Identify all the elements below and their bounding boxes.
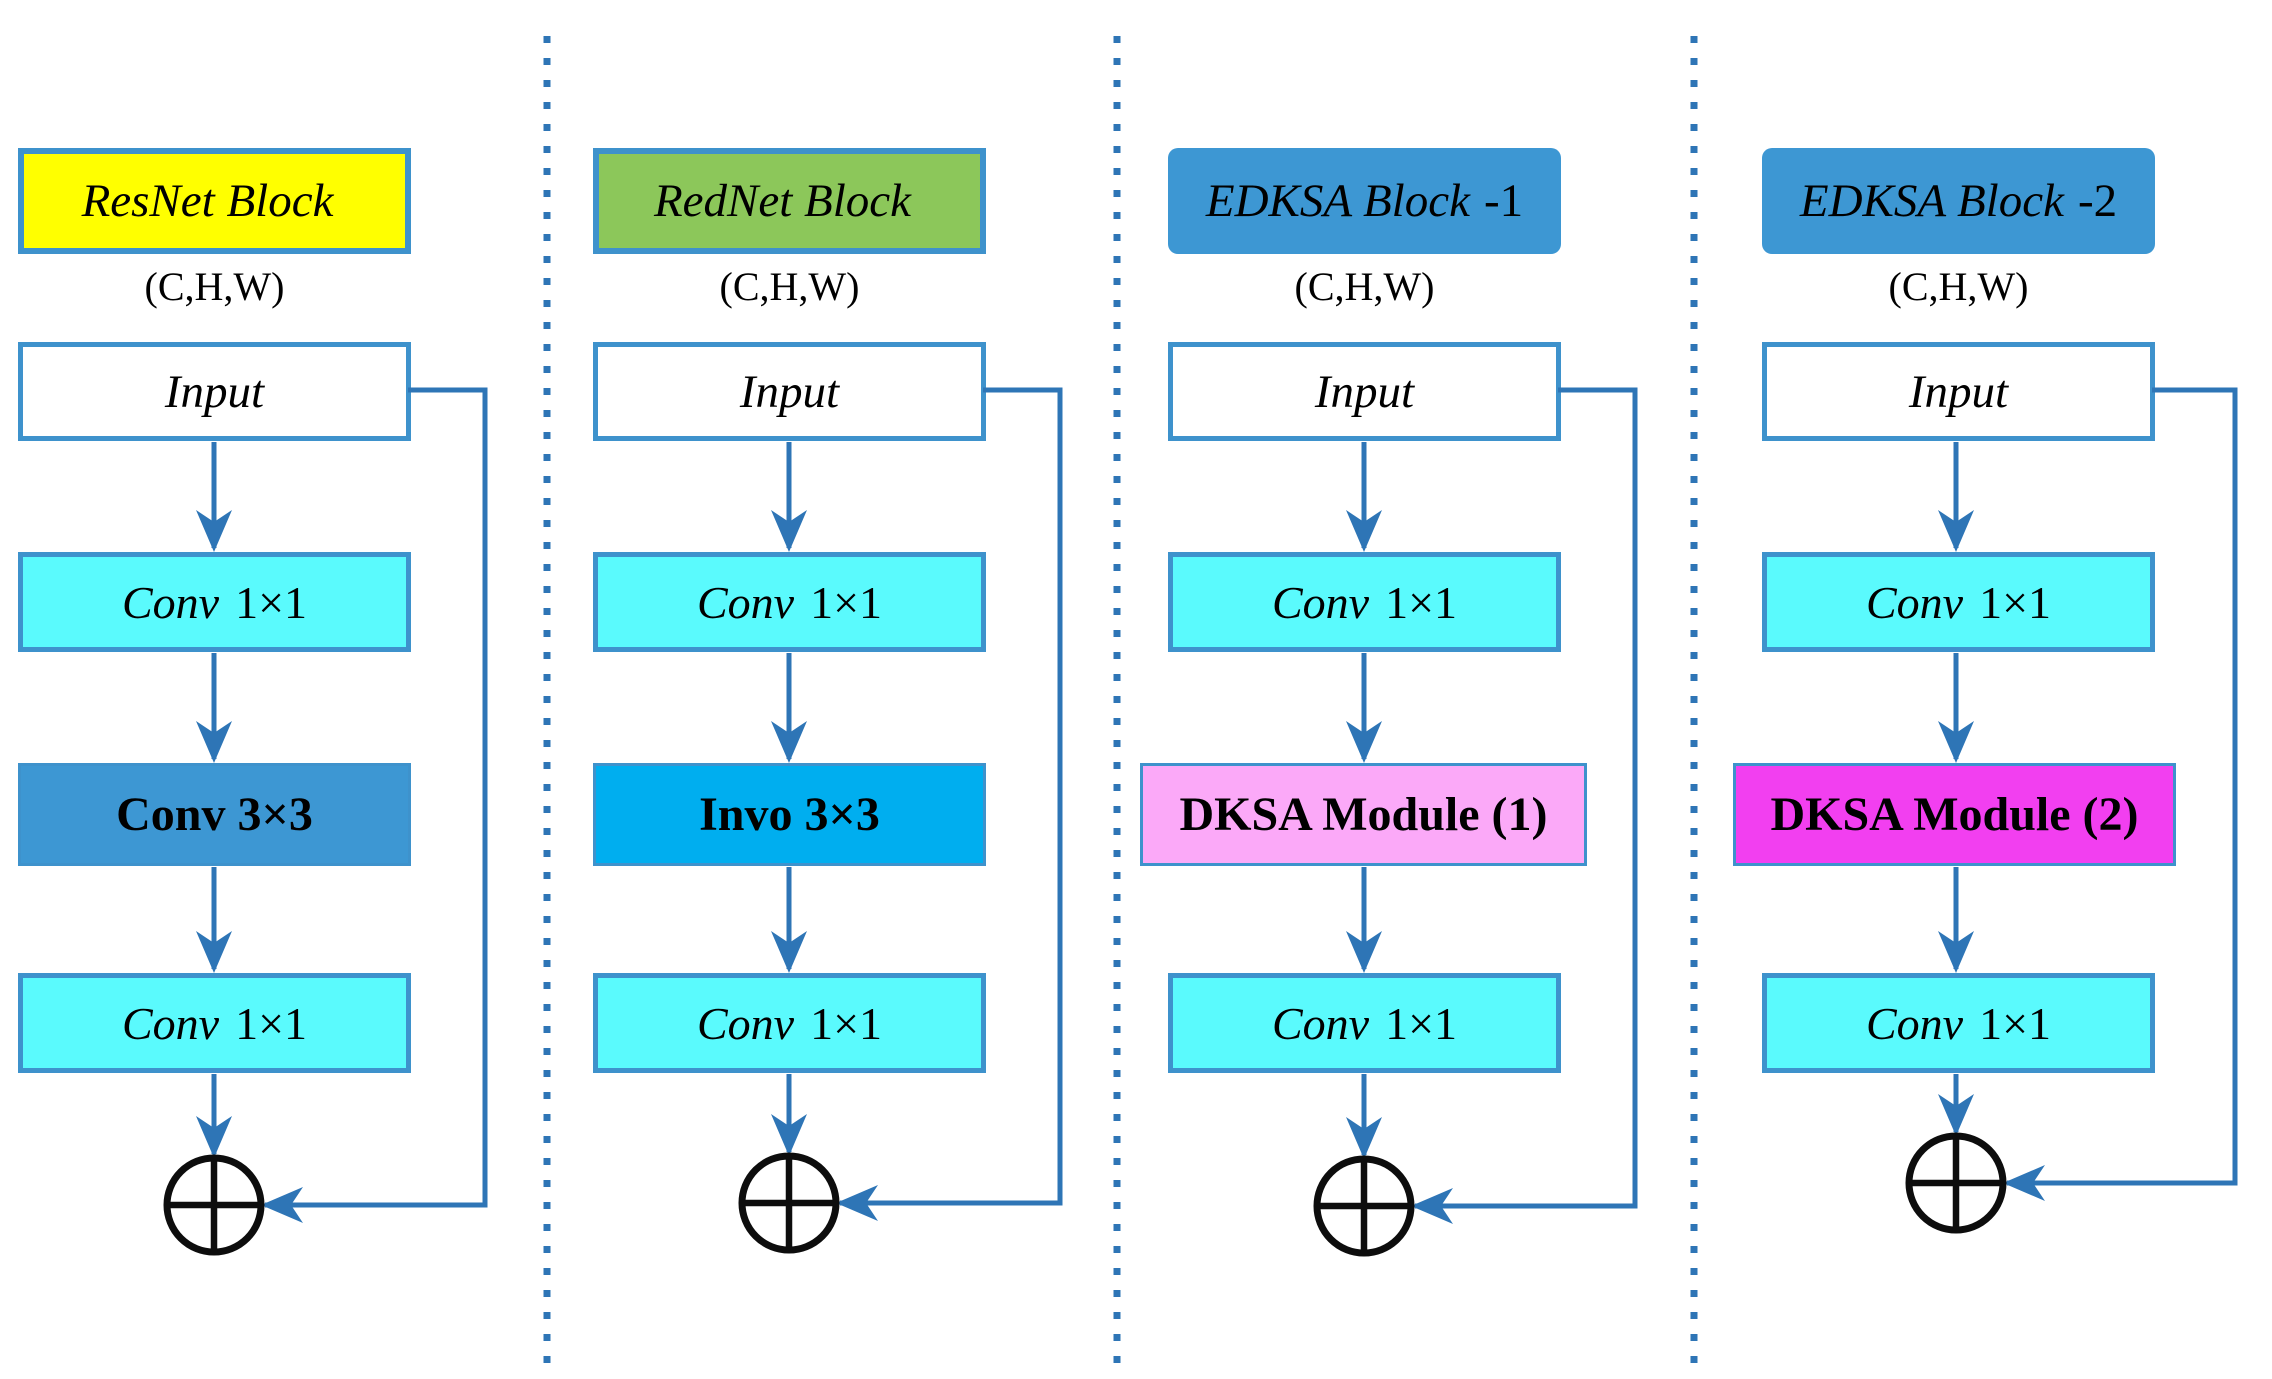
mid-op-box-invo3x3: Invo 3×3 <box>593 763 986 866</box>
conv-1x1-box-bottom: Conv 1×1 <box>18 973 411 1073</box>
column-header-edksa-2: EDKSA Block-2 <box>1762 148 2155 254</box>
input-box: Input <box>593 342 986 441</box>
circled-plus-icon <box>1905 1132 2007 1234</box>
shape-label: (C,H,W) <box>1888 263 2029 309</box>
column-header-title: ResNet Block <box>81 175 334 227</box>
input-box: Input <box>1168 342 1561 441</box>
conv-kernel-label: 1×1 <box>235 576 308 628</box>
shape-label: (C,H,W) <box>719 263 860 309</box>
shape-label: (C,H,W) <box>1294 263 1435 309</box>
column-header-title: EDKSA Block <box>1205 175 1470 227</box>
conv-op-label: Conv <box>121 576 220 628</box>
conv-kernel-label: 1×1 <box>1385 576 1458 628</box>
column-header-rednet: RedNet Block <box>593 148 986 254</box>
conv-1x1-box-bottom: Conv 1×1 <box>1168 973 1561 1073</box>
conv-op-label: Conv <box>1865 997 1964 1049</box>
column-header-title: RedNet Block <box>653 175 912 227</box>
input-box: Input <box>18 342 411 441</box>
column-header-suffix: -2 <box>2077 175 2118 227</box>
mid-op-box-dksa-module-1: DKSA Module (1) <box>1140 763 1587 866</box>
circled-plus-icon <box>738 1152 840 1254</box>
column-header-title: EDKSA Block <box>1799 175 2064 227</box>
conv-op-label: Conv <box>696 576 795 628</box>
conv-kernel-label: 1×1 <box>1979 576 2052 628</box>
input-box: Input <box>1762 342 2155 441</box>
conv-1x1-box-bottom: Conv 1×1 <box>593 973 986 1073</box>
conv-1x1-box-top: Conv 1×1 <box>1762 552 2155 652</box>
conv-op-label: Conv <box>1865 576 1964 628</box>
conv-kernel-label: 1×1 <box>1979 997 2052 1049</box>
circled-plus-icon <box>163 1154 265 1256</box>
conv-op-label: Conv <box>1271 576 1370 628</box>
conv-1x1-box-top: Conv 1×1 <box>593 552 986 652</box>
conv-op-label: Conv <box>696 997 795 1049</box>
column-header-suffix: -1 <box>1483 175 1524 227</box>
conv-kernel-label: 1×1 <box>235 997 308 1049</box>
conv-1x1-box-top: Conv 1×1 <box>1168 552 1561 652</box>
conv-op-label: Conv <box>1271 997 1370 1049</box>
conv-1x1-box-bottom: Conv 1×1 <box>1762 973 2155 1073</box>
shape-label: (C,H,W) <box>144 263 285 309</box>
column-header-edksa-1: EDKSA Block-1 <box>1168 148 1561 254</box>
conv-1x1-box-top: Conv 1×1 <box>18 552 411 652</box>
mid-op-box-dksa-module-2: DKSA Module (2) <box>1733 763 2176 866</box>
conv-kernel-label: 1×1 <box>810 997 883 1049</box>
conv-kernel-label: 1×1 <box>810 576 883 628</box>
conv-op-label: Conv <box>121 997 220 1049</box>
column-header-resnet: ResNet Block <box>18 148 411 254</box>
mid-op-box-conv3x3: Conv 3×3 <box>18 763 411 866</box>
conv-kernel-label: 1×1 <box>1385 997 1458 1049</box>
circled-plus-icon <box>1313 1155 1415 1257</box>
